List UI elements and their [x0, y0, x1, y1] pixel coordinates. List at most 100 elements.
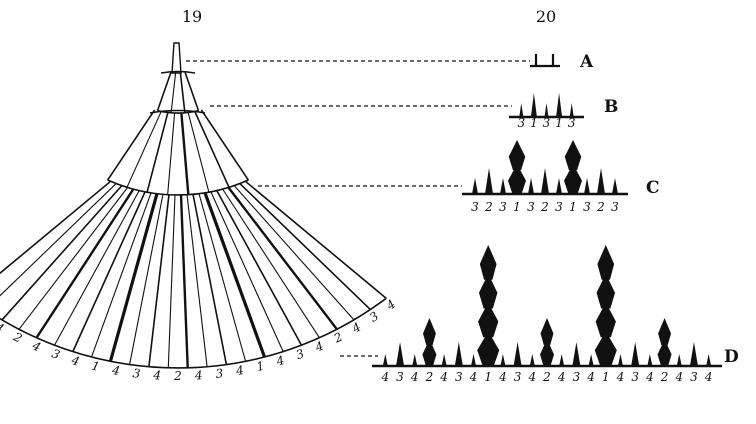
row-digit: 4	[410, 370, 419, 384]
spike	[471, 354, 477, 366]
fan-digit: 1	[255, 359, 266, 374]
row-digit: 3	[499, 200, 507, 214]
cone-ray	[148, 194, 170, 367]
fan-digit: 4	[234, 363, 245, 378]
row-digit: 4	[616, 370, 625, 384]
spike	[612, 178, 618, 194]
fan-digit: 4	[69, 353, 81, 369]
row-digit: 4	[469, 370, 478, 384]
fan-digit: 1	[90, 359, 101, 374]
fan-digit: 4	[152, 368, 161, 382]
fan-digit: 4	[29, 338, 43, 354]
cone-ray	[1, 185, 123, 321]
spike	[530, 93, 537, 117]
spike	[485, 168, 493, 194]
leaf-organ	[657, 339, 672, 366]
leaf-organ	[658, 318, 672, 345]
row-digit: 2	[540, 200, 549, 214]
row-digit: 4	[527, 370, 536, 384]
spike	[441, 354, 447, 366]
row-digit: 1	[530, 116, 538, 130]
dashed-leader-lines	[186, 60, 530, 357]
row-digit: 3	[517, 116, 525, 130]
row-digit: 3	[543, 116, 551, 130]
row-digit: 4	[498, 370, 507, 384]
leaf-organ	[478, 302, 499, 338]
row-digit: 2	[660, 370, 669, 384]
spike	[396, 342, 405, 366]
cone-ray	[227, 186, 338, 331]
cone-ray	[187, 112, 210, 193]
fan-digit: 4	[0, 319, 6, 335]
cone-ray	[167, 112, 176, 195]
row-digit: 1	[555, 116, 563, 130]
leaf-organ	[597, 245, 615, 280]
spike	[500, 354, 506, 366]
spike	[472, 178, 478, 194]
leaf-organ	[422, 339, 437, 366]
spike	[556, 93, 563, 117]
cone-ray	[170, 72, 177, 113]
cone-ray	[186, 194, 208, 367]
cone-ray	[180, 112, 190, 195]
spike	[556, 178, 562, 194]
spike	[529, 354, 535, 366]
cone-ray	[126, 111, 162, 188]
tier-ring	[160, 70, 196, 74]
spike	[588, 354, 594, 366]
tier-edge-right	[200, 109, 250, 181]
fan-digit: 3	[367, 309, 381, 325]
cone-ray	[0, 183, 117, 297]
spike	[689, 342, 698, 366]
cone-ray	[108, 193, 159, 362]
spike	[617, 354, 623, 366]
cone-ray	[239, 182, 371, 311]
cone-ray	[179, 72, 186, 113]
fan-digit: 4	[194, 368, 203, 382]
row-label-c: C	[646, 178, 660, 198]
row-digit: 4	[586, 370, 595, 384]
spike	[519, 103, 524, 117]
tier-ring	[0, 297, 387, 369]
spike	[541, 168, 549, 194]
leaf-organ	[508, 140, 526, 170]
fan-digit: 4	[110, 363, 121, 378]
row-digit: 3	[555, 200, 563, 214]
tier-edge-left	[156, 72, 172, 111]
cone-ray	[72, 191, 146, 352]
fan-digit: 4	[349, 320, 364, 336]
row-digit: 3	[573, 370, 581, 384]
tier-ring	[149, 109, 206, 114]
tier-edge-left	[106, 109, 156, 181]
cone-ray	[198, 193, 247, 362]
cone-ray	[179, 194, 189, 368]
row-digit: 4	[557, 370, 566, 384]
row-digit: 1	[569, 200, 577, 214]
row-digit: 2	[425, 370, 434, 384]
fan-digit: 3	[50, 346, 62, 362]
row-digit: 1	[513, 200, 521, 214]
spike	[647, 354, 653, 366]
spike	[597, 168, 605, 194]
row-digit: 4	[645, 370, 654, 384]
cone-ray	[90, 192, 152, 358]
leaf-organ	[508, 164, 526, 194]
spike	[544, 103, 549, 117]
cone-ray	[210, 191, 284, 352]
row-digit: 2	[484, 200, 493, 214]
row-digit: 2	[596, 200, 605, 214]
row-digit: 3	[396, 370, 404, 384]
spike	[412, 354, 418, 366]
spike	[676, 354, 682, 366]
tier-edge-right	[184, 72, 200, 111]
row-digit: 4	[439, 370, 448, 384]
row-digit: 2	[542, 370, 551, 384]
fan-digit: 2	[331, 330, 345, 346]
spike	[454, 342, 463, 366]
leaf-organ	[540, 339, 554, 366]
row-digit: 3	[583, 200, 591, 214]
spike	[706, 354, 712, 366]
row-label-d: D	[724, 347, 739, 367]
